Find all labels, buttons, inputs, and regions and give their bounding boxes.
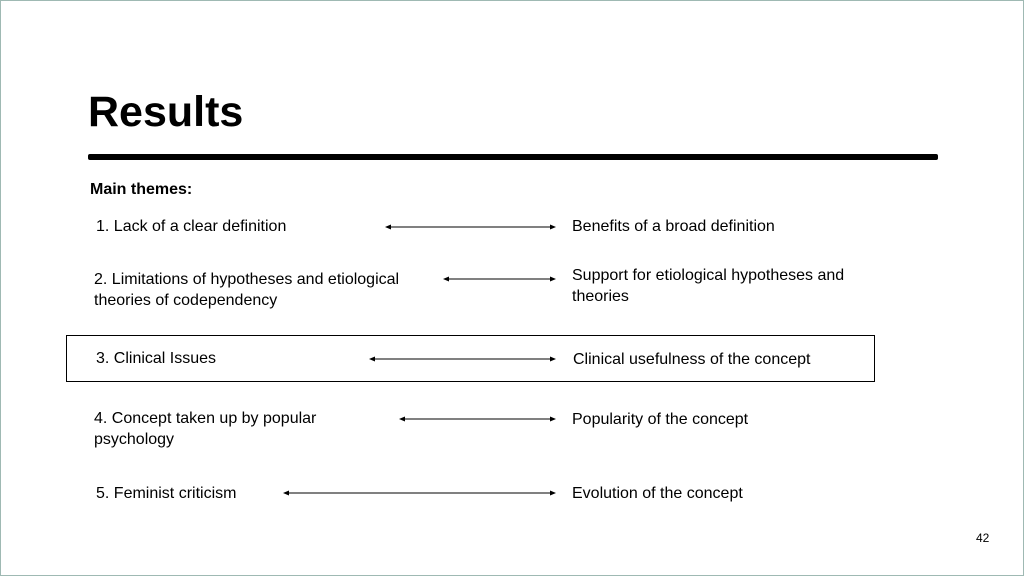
highlight-box — [66, 335, 875, 382]
theme-4-arrow — [399, 415, 556, 423]
slide-title: Results — [88, 88, 244, 136]
theme-5-issue: 5. Feminist criticism — [96, 485, 237, 502]
theme-1-issue: 1. Lack of a clear definition — [96, 218, 287, 235]
title-underline — [88, 154, 938, 160]
double-arrow-icon — [399, 416, 556, 422]
page-number: 42 — [976, 531, 990, 545]
theme-3-issue: 3. Clinical Issues — [96, 350, 217, 367]
theme-2-issue: 2. Limitations of hypotheses and etiolog… — [94, 271, 400, 309]
double-arrow-icon — [443, 276, 556, 282]
theme-4-counterpoint: Popularity of the concept — [572, 411, 749, 428]
double-arrow-icon — [385, 224, 556, 230]
theme-2-arrow — [443, 275, 556, 283]
theme-5-arrow — [283, 489, 556, 497]
section-heading: Main themes: — [90, 181, 193, 198]
double-arrow-icon — [283, 490, 556, 496]
theme-2-counterpoint: Support for etiological hypotheses and t… — [572, 267, 845, 305]
theme-5-counterpoint: Evolution of the concept — [572, 485, 743, 502]
theme-4-issue: 4. Concept taken up by popular psycholog… — [94, 410, 317, 448]
theme-3-arrow — [369, 355, 556, 363]
theme-3-counterpoint: Clinical usefulness of the concept — [573, 351, 811, 368]
theme-1-counterpoint: Benefits of a broad definition — [572, 218, 775, 235]
theme-1-arrow — [385, 223, 556, 231]
double-arrow-icon — [369, 356, 556, 362]
